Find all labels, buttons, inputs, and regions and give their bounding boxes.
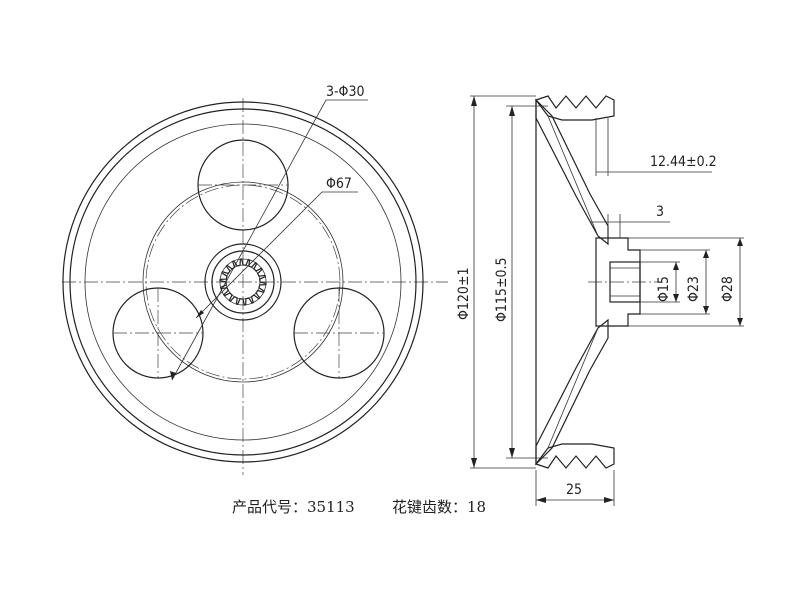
- web-circle: [142, 181, 344, 383]
- spline-teeth: [219, 258, 267, 306]
- spline-teeth-text: 花键齿数：18: [392, 498, 486, 516]
- pitch-circle: [145, 184, 341, 380]
- hub-bore: [609, 261, 641, 303]
- front-view: 3-Φ30 Φ67: [62, 84, 448, 475]
- width-label: 25: [566, 482, 582, 498]
- rim-circle-3: [84, 123, 402, 441]
- groove-width-label: 12.44±0.2: [650, 154, 717, 170]
- holes-label: 3-Φ30: [326, 84, 365, 100]
- hub-outer-circle: [204, 243, 282, 321]
- hub-dia-label: Φ23: [686, 276, 702, 302]
- lower-rim-section: [535, 443, 615, 469]
- product-code-text: 产品代号：35113: [232, 498, 355, 516]
- spline-outer-circle: [219, 258, 267, 306]
- lower-cone-wall: [535, 318, 609, 466]
- step-label: 3: [656, 204, 664, 220]
- bore-dia-label: Φ15: [656, 276, 672, 302]
- outer-dia-label: Φ120±1: [456, 267, 472, 320]
- pcd-leader: [195, 191, 358, 319]
- upper-cone-wall: [535, 98, 609, 246]
- rim-circle-2: [69, 108, 417, 456]
- section-view: Φ120±1 Φ115±0.5 12.44±0.2 3 Φ15: [456, 95, 744, 506]
- inner-dia-label: Φ115±0.5: [494, 257, 510, 322]
- holes-leader: [171, 99, 368, 381]
- outer-rim-circle: [62, 101, 424, 463]
- flange-dia-label: Φ28: [720, 276, 736, 302]
- pcd-label: Φ67: [326, 176, 352, 192]
- upper-rim-section: [535, 95, 615, 121]
